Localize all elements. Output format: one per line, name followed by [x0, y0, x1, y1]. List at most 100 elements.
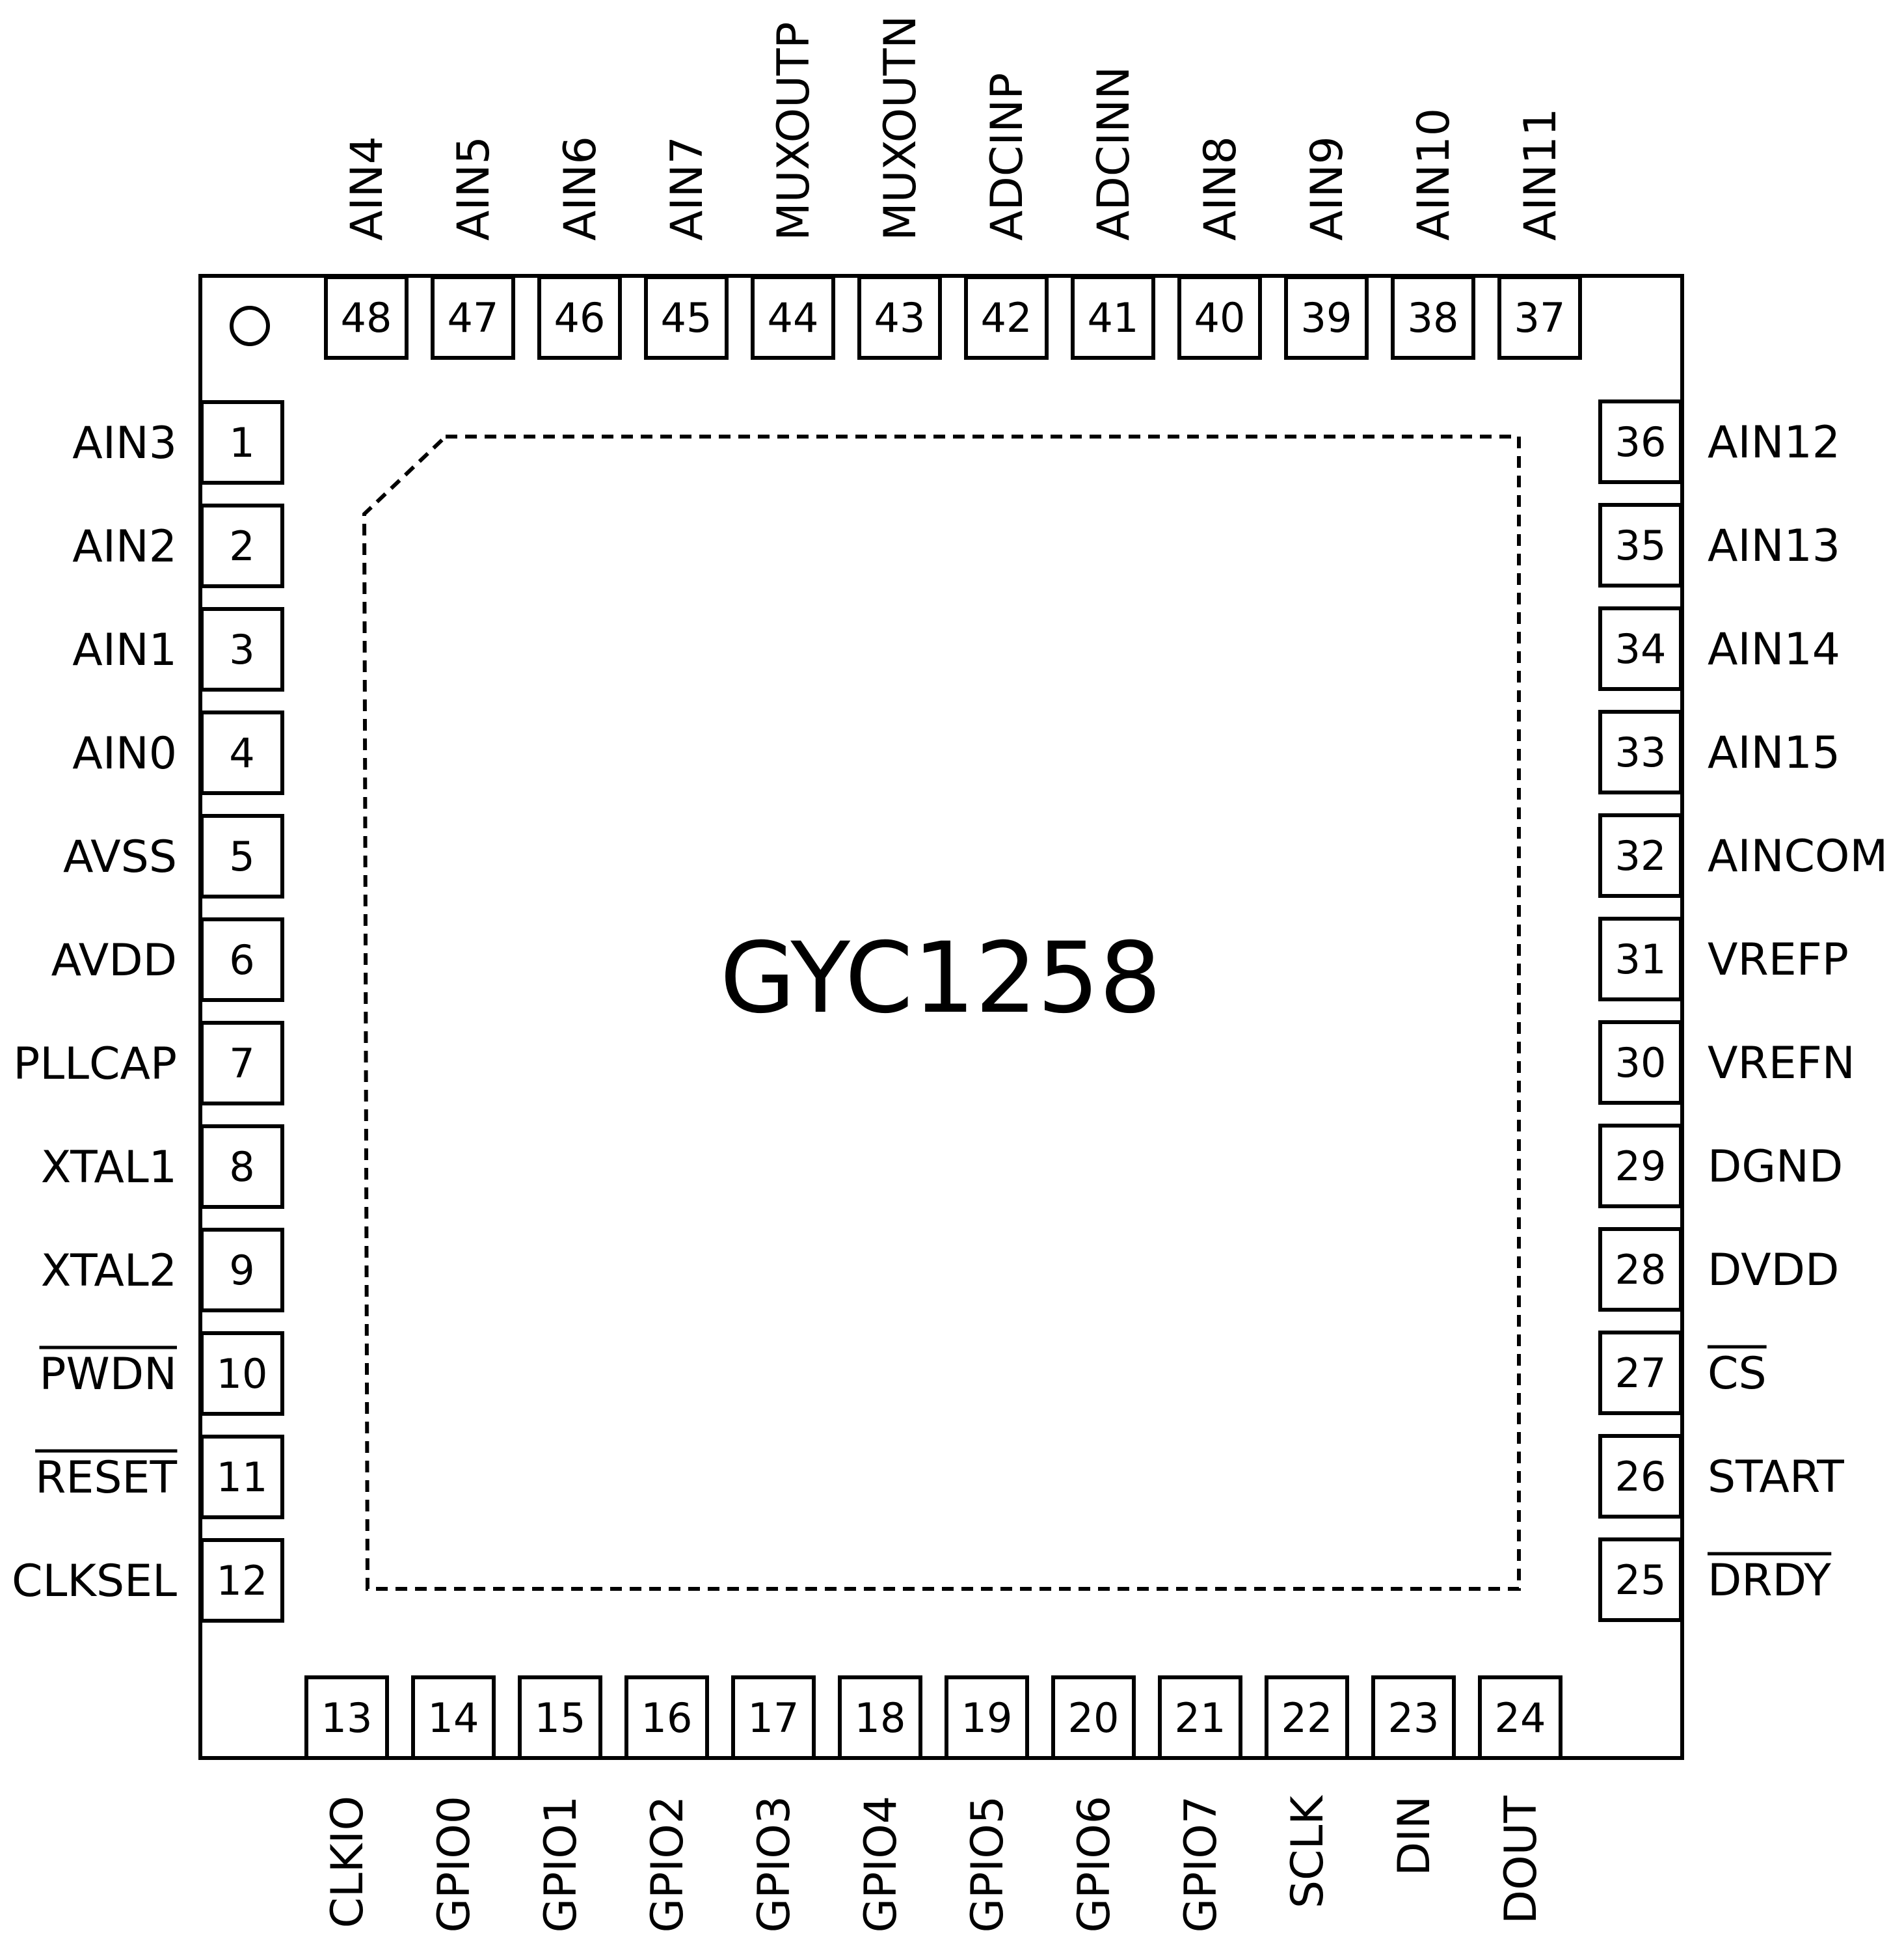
pin-label-33: AIN15 [1708, 727, 1840, 779]
pin-label-34: AIN14 [1708, 624, 1840, 675]
pin-number-45: 45 [661, 294, 712, 342]
pin-label-19: GPIO5 [962, 1796, 1013, 1933]
pin-box-6 [200, 917, 284, 1002]
pin-box-5 [200, 814, 284, 899]
pin-label-37: AIN11 [1515, 108, 1566, 241]
pin-box-19 [945, 1675, 1029, 1760]
pin-number-26: 26 [1615, 1453, 1667, 1500]
pin-label-3: AIN1 [72, 625, 177, 676]
pin-label-44: MUXOUTP [768, 21, 820, 241]
pin-box-13 [304, 1675, 389, 1760]
pin-number-41: 41 [1088, 294, 1139, 342]
pin-label-26: START [1708, 1452, 1844, 1503]
pin-number-37: 37 [1514, 294, 1566, 342]
pin-number-19: 19 [961, 1694, 1013, 1742]
pin-label-22: SCLK [1282, 1794, 1334, 1909]
pin-box-15 [518, 1675, 602, 1760]
pin-label-10: PWDN [40, 1349, 177, 1400]
pin-box-29 [1598, 1124, 1683, 1208]
die-outline [362, 435, 1521, 1591]
pin-label-35: AIN13 [1708, 521, 1840, 572]
pin-number-42: 42 [981, 294, 1032, 342]
pin-label-31: VREFP [1708, 934, 1849, 986]
pin-number-31: 31 [1615, 936, 1667, 983]
pin-number-6: 6 [229, 936, 254, 984]
pin-number-48: 48 [341, 294, 392, 342]
pin-38: 38 AIN10 [1391, 108, 1475, 360]
pin-label-41: ADCINN [1088, 66, 1140, 241]
pin-box-33 [1598, 710, 1683, 794]
pin-label-12: CLKSEL [12, 1556, 177, 1607]
pin-number-9: 9 [229, 1247, 254, 1294]
pin-number-17: 17 [748, 1694, 799, 1742]
pin-number-46: 46 [554, 294, 606, 342]
pin-number-38: 38 [1408, 294, 1459, 342]
pin-label-38: AIN10 [1408, 108, 1460, 241]
pin-number-5: 5 [229, 833, 254, 880]
pin-label-4: AIN0 [72, 728, 177, 779]
pin-label-21: GPIO7 [1175, 1796, 1227, 1933]
package-body [198, 274, 1684, 1760]
pin-box-34 [1598, 606, 1683, 691]
pins-layer: 1AIN32AIN23AIN14AIN05AVSS6AVDD7PLLCAP8XT… [12, 16, 1888, 1933]
pin-box-44 [751, 275, 835, 360]
pin-number-20: 20 [1068, 1694, 1120, 1742]
pin-number-25: 25 [1615, 1556, 1667, 1604]
pin-number-18: 18 [855, 1694, 906, 1742]
pin-number-29: 29 [1615, 1143, 1667, 1190]
pin-label-46: AIN6 [555, 136, 606, 241]
pin-box-9 [200, 1228, 284, 1312]
pin-label-13: CLKIO [322, 1796, 373, 1928]
pin-box-16 [624, 1675, 709, 1760]
pin-box-47 [431, 275, 515, 360]
pin-41: 41 ADCINN [1071, 66, 1155, 360]
pin-box-18 [838, 1675, 922, 1760]
pin-label-8: XTAL1 [41, 1142, 177, 1193]
pin-box-3 [200, 607, 284, 692]
pin-number-13: 13 [321, 1694, 373, 1742]
pin-number-14: 14 [428, 1694, 479, 1742]
pin-label-27: CS [1708, 1348, 1767, 1400]
pin-box-8 [200, 1124, 284, 1209]
pin-label-15: GPIO1 [535, 1796, 587, 1933]
pin-box-38 [1391, 275, 1475, 360]
pin-label-42: ADCINP [982, 73, 1033, 241]
pin-label-1: AIN3 [72, 418, 177, 469]
pin-37: 37 AIN11 [1497, 108, 1582, 360]
pin-box-36 [1598, 399, 1683, 484]
pin-box-41 [1071, 275, 1155, 360]
pin-box-42 [964, 275, 1049, 360]
pin-label-17: GPIO3 [749, 1796, 800, 1933]
pin-number-34: 34 [1615, 625, 1667, 673]
pin-box-39 [1284, 275, 1369, 360]
pin-box-43 [857, 275, 942, 360]
pin-number-15: 15 [535, 1694, 586, 1742]
pin-number-7: 7 [229, 1040, 254, 1087]
pin-box-25 [1598, 1537, 1683, 1622]
pin-box-10 [200, 1331, 284, 1416]
pin-26: 26 START [1598, 1434, 1844, 1519]
pin-number-21: 21 [1175, 1694, 1226, 1742]
pin-box-4 [200, 710, 284, 795]
pin-number-24: 24 [1495, 1694, 1546, 1742]
pin-label-14: GPIO0 [429, 1796, 480, 1933]
